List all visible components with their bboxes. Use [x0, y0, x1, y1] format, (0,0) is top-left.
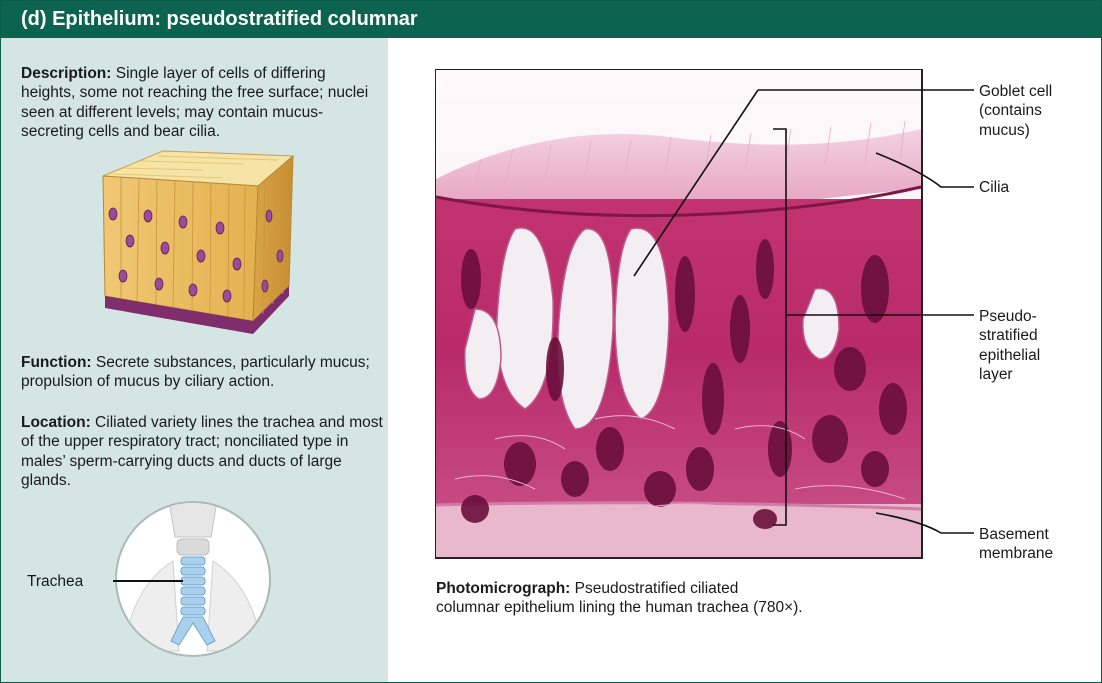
trachea-label: Trachea [27, 573, 84, 590]
basement-membrane-label: Basement membrane [979, 526, 1054, 563]
function-heading: Function: [21, 354, 92, 371]
description-heading: Description: [21, 65, 112, 82]
epithelium-block-illustration [102, 150, 295, 334]
function-text: Function: Secrete substances, particular… [21, 354, 370, 391]
trachea-illustration [113, 501, 271, 657]
header-bar: (d) Epithelium: pseudostratified columna… [1, 1, 1101, 38]
photomicrograph-caption: Photomicrograph: Pseudostratified ciliat… [436, 580, 803, 617]
location-text: Location: Ciliated variety lines the tra… [21, 414, 383, 489]
page-title: (d) Epithelium: pseudostratified columna… [21, 8, 418, 30]
description-text: Description: Single layer of cells of di… [21, 65, 369, 140]
location-heading: Location: [21, 414, 91, 431]
pseudostratified-layer-label: Pseudo- stratified epithelial layer [979, 308, 1041, 383]
cilia-label: Cilia [979, 179, 1010, 196]
goblet-cell-label: Goblet cell (contains mucus) [979, 83, 1053, 139]
photomicrograph [435, 69, 923, 559]
